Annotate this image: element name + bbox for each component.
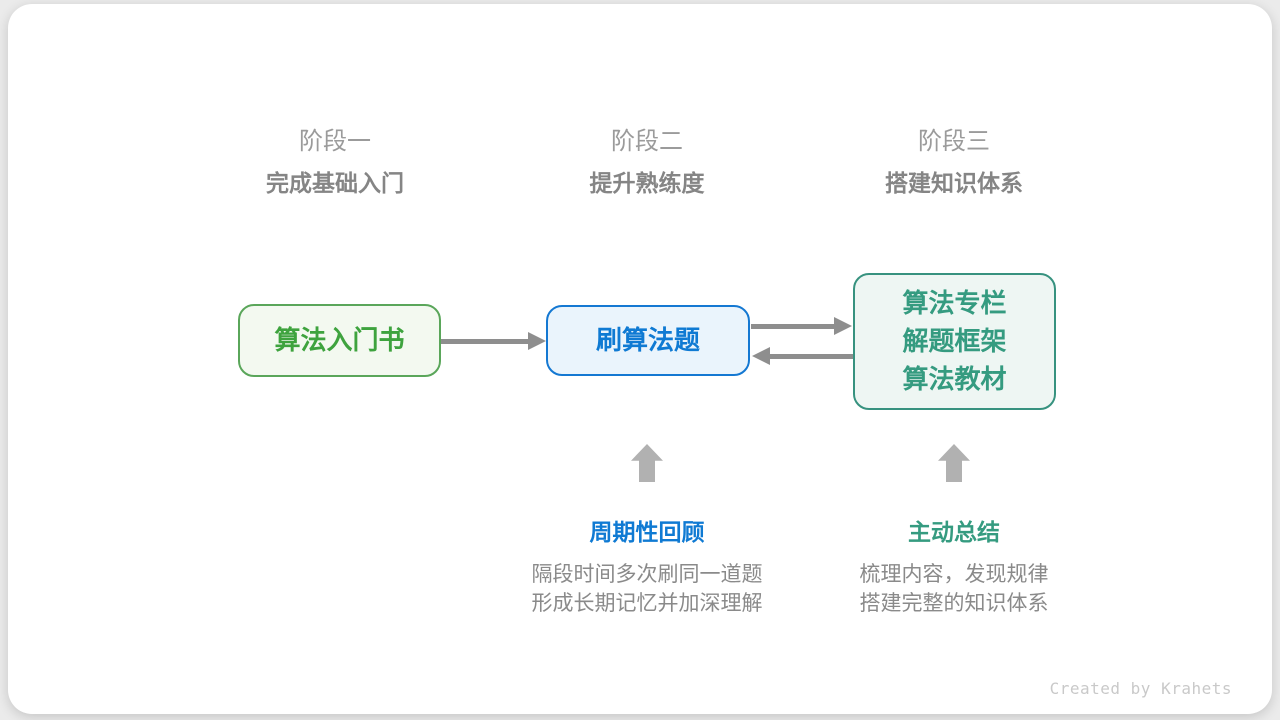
annotation-review-title: 周期性回顾 (589, 520, 705, 546)
annotation-summarize-desc: 梳理内容，发现规律 搭建完整的知识体系 (794, 560, 1114, 618)
arrow-practice-to-resources-icon (751, 317, 852, 335)
annotation-review-desc-line-1: 隔段时间多次刷同一道题 (531, 562, 763, 586)
stage-header-3: 阶段三 搭建知识体系 (804, 124, 1104, 200)
stage-header-2: 阶段二 提升熟练度 (497, 124, 797, 200)
node-practice-problems: 刷算法题 (546, 305, 750, 376)
annotation-review-desc-line-2: 形成长期记忆并加深理解 (531, 591, 763, 615)
arrow-head (834, 317, 852, 335)
stage-3-label: 阶段三 (918, 127, 990, 155)
stage-1-label: 阶段一 (299, 127, 371, 155)
arrow-head (752, 347, 770, 365)
arrow-shaft (768, 353, 853, 359)
annotation-summarize-desc-line-1: 梳理内容，发现规律 (859, 562, 1049, 586)
arrow-head (528, 332, 546, 350)
annotation-review-desc: 隔段时间多次刷同一道题 形成长期记忆并加深理解 (487, 560, 807, 618)
content-card: 阶段一 完成基础入门 阶段二 提升熟练度 阶段三 搭建知识体系 算法入门书 刷算… (8, 4, 1272, 714)
stage-2-subtitle: 提升熟练度 (589, 171, 705, 197)
stage-1-subtitle: 完成基础入门 (266, 171, 404, 197)
stage-header-1: 阶段一 完成基础入门 (185, 124, 485, 200)
up-arrow-summarize-icon (938, 444, 970, 482)
node-resources-line-1: 算法专栏 (902, 288, 1007, 319)
annotation-summarize-title: 主动总结 (908, 520, 1000, 546)
stage-3-subtitle: 搭建知识体系 (885, 171, 1023, 197)
annotation-summarize-desc-line-2: 搭建完整的知识体系 (859, 591, 1049, 615)
stage-2-label: 阶段二 (611, 127, 683, 155)
arrow-intro-to-practice-icon (441, 332, 546, 350)
up-arrow-review-icon (631, 444, 663, 482)
node-intro-book: 算法入门书 (238, 304, 441, 377)
node-resources-line-2: 解题框架 (902, 326, 1007, 357)
node-practice-problems-label: 刷算法题 (595, 325, 700, 356)
node-intro-book-label: 算法入门书 (274, 325, 405, 356)
node-knowledge-resources: 算法专栏 解题框架 算法教材 (853, 273, 1056, 410)
node-resources-line-3: 算法教材 (902, 364, 1007, 395)
arrow-shaft (441, 338, 530, 344)
arrow-shaft (751, 323, 836, 329)
arrow-resources-to-practice-icon (752, 347, 853, 365)
footer-credit: Created by Krahets (1049, 679, 1232, 698)
